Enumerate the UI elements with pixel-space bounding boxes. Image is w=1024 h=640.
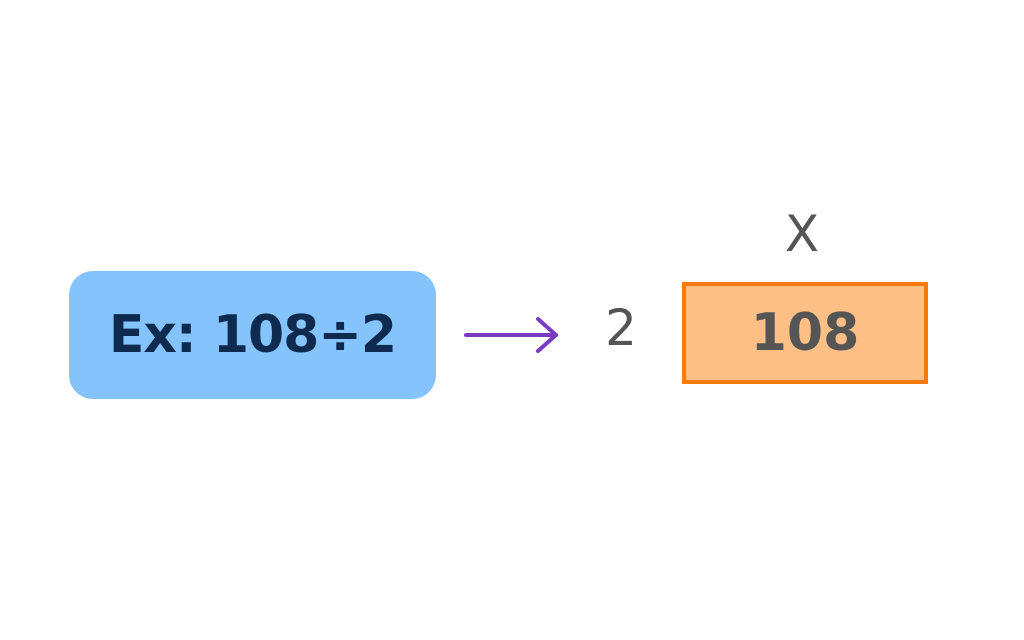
example-problem-label: Ex: 108÷2: [108, 305, 397, 365]
example-problem-box: Ex: 108÷2: [69, 271, 436, 399]
divisor-number: 2: [605, 299, 637, 357]
dividend-box: 108: [682, 282, 928, 384]
multiply-symbol: X: [784, 205, 820, 263]
dividend-number: 108: [750, 303, 860, 363]
right-arrow-icon: [464, 317, 558, 353]
